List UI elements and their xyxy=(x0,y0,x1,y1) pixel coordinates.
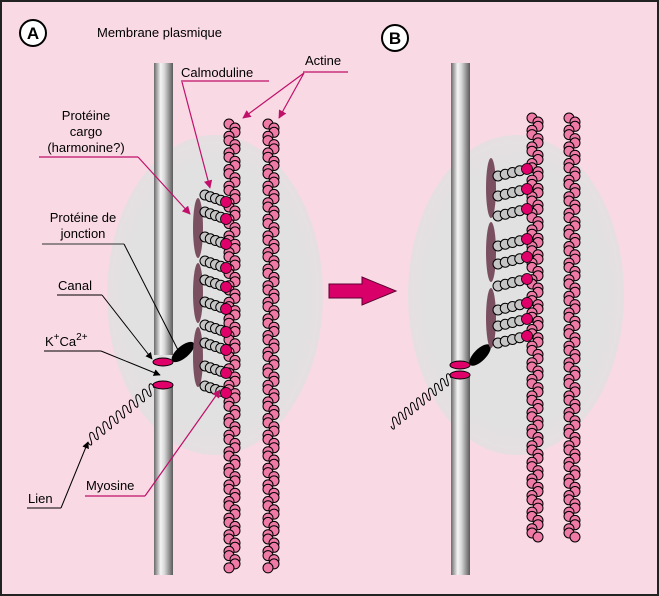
actin-monomer xyxy=(532,531,544,543)
myosin-molecule xyxy=(199,360,232,379)
myosin-head xyxy=(220,303,232,315)
cargo-protein xyxy=(486,158,496,218)
myosin-molecule xyxy=(492,313,533,332)
pointer-myosine xyxy=(144,389,221,497)
myosin-head xyxy=(220,281,232,293)
myosin-head xyxy=(220,367,232,379)
myosin-head xyxy=(220,213,232,225)
panel-a: A xyxy=(19,19,323,575)
myosin-molecule xyxy=(492,297,533,316)
junction-protein xyxy=(171,341,195,363)
pointer-actine-2 xyxy=(278,72,305,119)
label-canal: Canal xyxy=(58,278,92,293)
pointer-jonction xyxy=(123,243,179,351)
myosin-molecule xyxy=(492,330,533,349)
label-calmoduline: Calmoduline xyxy=(181,65,253,80)
badge-a-text: A xyxy=(27,24,39,43)
membrane-rod-lower xyxy=(154,385,173,575)
actin-filament xyxy=(563,112,581,543)
label-membrane: Membrane plasmique xyxy=(97,25,222,40)
membrane-rod-upper xyxy=(451,63,470,363)
transition-arrow xyxy=(328,276,398,306)
myosin-head xyxy=(521,251,533,263)
myosin-head xyxy=(521,273,533,285)
myosin-molecule xyxy=(199,189,232,208)
myosin-molecule xyxy=(199,231,232,250)
pointer-canal xyxy=(101,294,153,360)
junction-protein xyxy=(469,344,491,366)
myosin-molecule xyxy=(199,206,232,225)
badge-a: A xyxy=(19,19,47,47)
pointer-actine-1 xyxy=(242,72,305,119)
myosin-molecule xyxy=(492,251,533,270)
cargo-protein xyxy=(486,288,496,348)
label-cargo-1: Protéine xyxy=(62,108,110,123)
label-cargo-3: (harmonine?) xyxy=(47,140,124,155)
halo xyxy=(408,135,624,455)
myosin-head xyxy=(521,330,533,342)
link-coil xyxy=(390,373,452,430)
actin-filament xyxy=(526,112,544,543)
myosin-head xyxy=(220,326,232,338)
myosin-head xyxy=(521,297,533,309)
pointer-ions xyxy=(100,350,161,376)
myosin-molecule xyxy=(199,296,232,315)
myosin-head xyxy=(220,238,232,250)
myosin-molecule xyxy=(199,319,232,338)
label-cargo-2: cargo xyxy=(70,124,103,139)
label-myosine: Myosine xyxy=(86,478,134,493)
myosin-head xyxy=(521,183,533,195)
svg-text:K+Ca2+: K+Ca2+ xyxy=(45,332,88,349)
label-ions: K+Ca2+ xyxy=(45,332,88,349)
myosin-head xyxy=(220,387,232,399)
cargo-protein xyxy=(193,263,203,323)
myosin-head xyxy=(220,196,232,208)
cargo-protein xyxy=(486,222,496,282)
cargo-protein xyxy=(193,198,203,258)
badge-b-text: B xyxy=(389,29,401,48)
myosin-head xyxy=(521,313,533,325)
actin-filament xyxy=(262,118,280,574)
membrane-rod-lower xyxy=(451,375,470,575)
actin-monomer xyxy=(223,562,235,574)
pointer-lien xyxy=(60,441,89,509)
label-actine: Actine xyxy=(305,53,341,68)
halo xyxy=(107,135,323,455)
myosin-molecule xyxy=(492,163,533,182)
pointer-cargo xyxy=(137,156,191,215)
badge-b: B xyxy=(381,24,409,52)
myosin-head xyxy=(521,163,533,175)
myosin-head xyxy=(220,344,232,356)
channel-bottom xyxy=(449,370,471,380)
channel-top xyxy=(152,357,174,367)
channel-top xyxy=(449,360,471,370)
cargo-protein xyxy=(193,327,203,387)
myosin-molecule xyxy=(492,203,533,222)
channel-bottom xyxy=(152,380,174,390)
myosin-molecule xyxy=(199,274,232,293)
myosin-molecule xyxy=(199,337,232,356)
myosin-head xyxy=(220,262,232,274)
myosin-molecule xyxy=(199,255,232,274)
link-coil xyxy=(87,383,155,446)
myosin-molecule xyxy=(492,273,533,292)
panel-b: B xyxy=(381,24,624,575)
actin-monomer xyxy=(569,531,581,543)
myosin-head xyxy=(521,203,533,215)
pointer-calmoduline xyxy=(181,81,213,189)
label-jonction-1: Protéine de xyxy=(50,210,117,225)
actin-monomer xyxy=(262,562,274,574)
membrane-rod-upper xyxy=(154,63,173,355)
myosin-molecule xyxy=(492,183,533,202)
label-jonction-2: jonction xyxy=(60,226,106,241)
label-lien: Lien xyxy=(28,491,53,506)
myosin-head xyxy=(521,233,533,245)
myosin-molecule xyxy=(492,233,533,252)
